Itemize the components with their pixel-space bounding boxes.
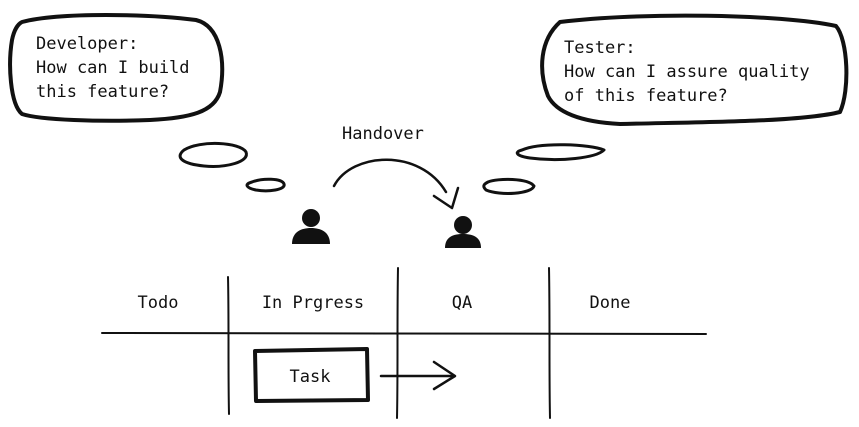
tester-bubble-line-1: Tester:	[564, 38, 636, 58]
task-card[interactable]: Task	[253, 347, 370, 403]
column-header-in-progress: In Prgress	[262, 293, 364, 313]
column-header-done: Done	[590, 293, 631, 313]
column-divider-1	[227, 276, 230, 415]
column-divider-2	[396, 267, 399, 419]
developer-bubble-line-2: How can I build	[36, 58, 190, 78]
column-header-todo: Todo	[138, 293, 179, 313]
column-header-qa: QA	[452, 293, 472, 313]
tester-thought-bubble: Tester: How can I assure quality of this…	[482, 13, 849, 195]
board-header-divider	[101, 332, 707, 335]
tester-bubble-line-3: of this feature?	[564, 86, 728, 106]
kanban-board: Todo In Prgress QA Done	[101, 267, 707, 419]
tester-bubble-line-2: How can I assure quality	[564, 62, 810, 82]
developer-bubble-line-3: this feature?	[36, 82, 169, 102]
column-divider-3	[548, 267, 551, 419]
person-icon	[292, 209, 330, 244]
developer-thought-bubble: Developer: How can I build this feature?	[8, 13, 286, 193]
developer-bubble-line-1: Developer:	[36, 34, 138, 54]
handover-arrow: Handover	[332, 124, 460, 210]
handover-label: Handover	[342, 124, 424, 144]
task-label: Task	[290, 367, 331, 387]
move-arrow	[379, 360, 457, 391]
person-icon	[445, 216, 481, 248]
